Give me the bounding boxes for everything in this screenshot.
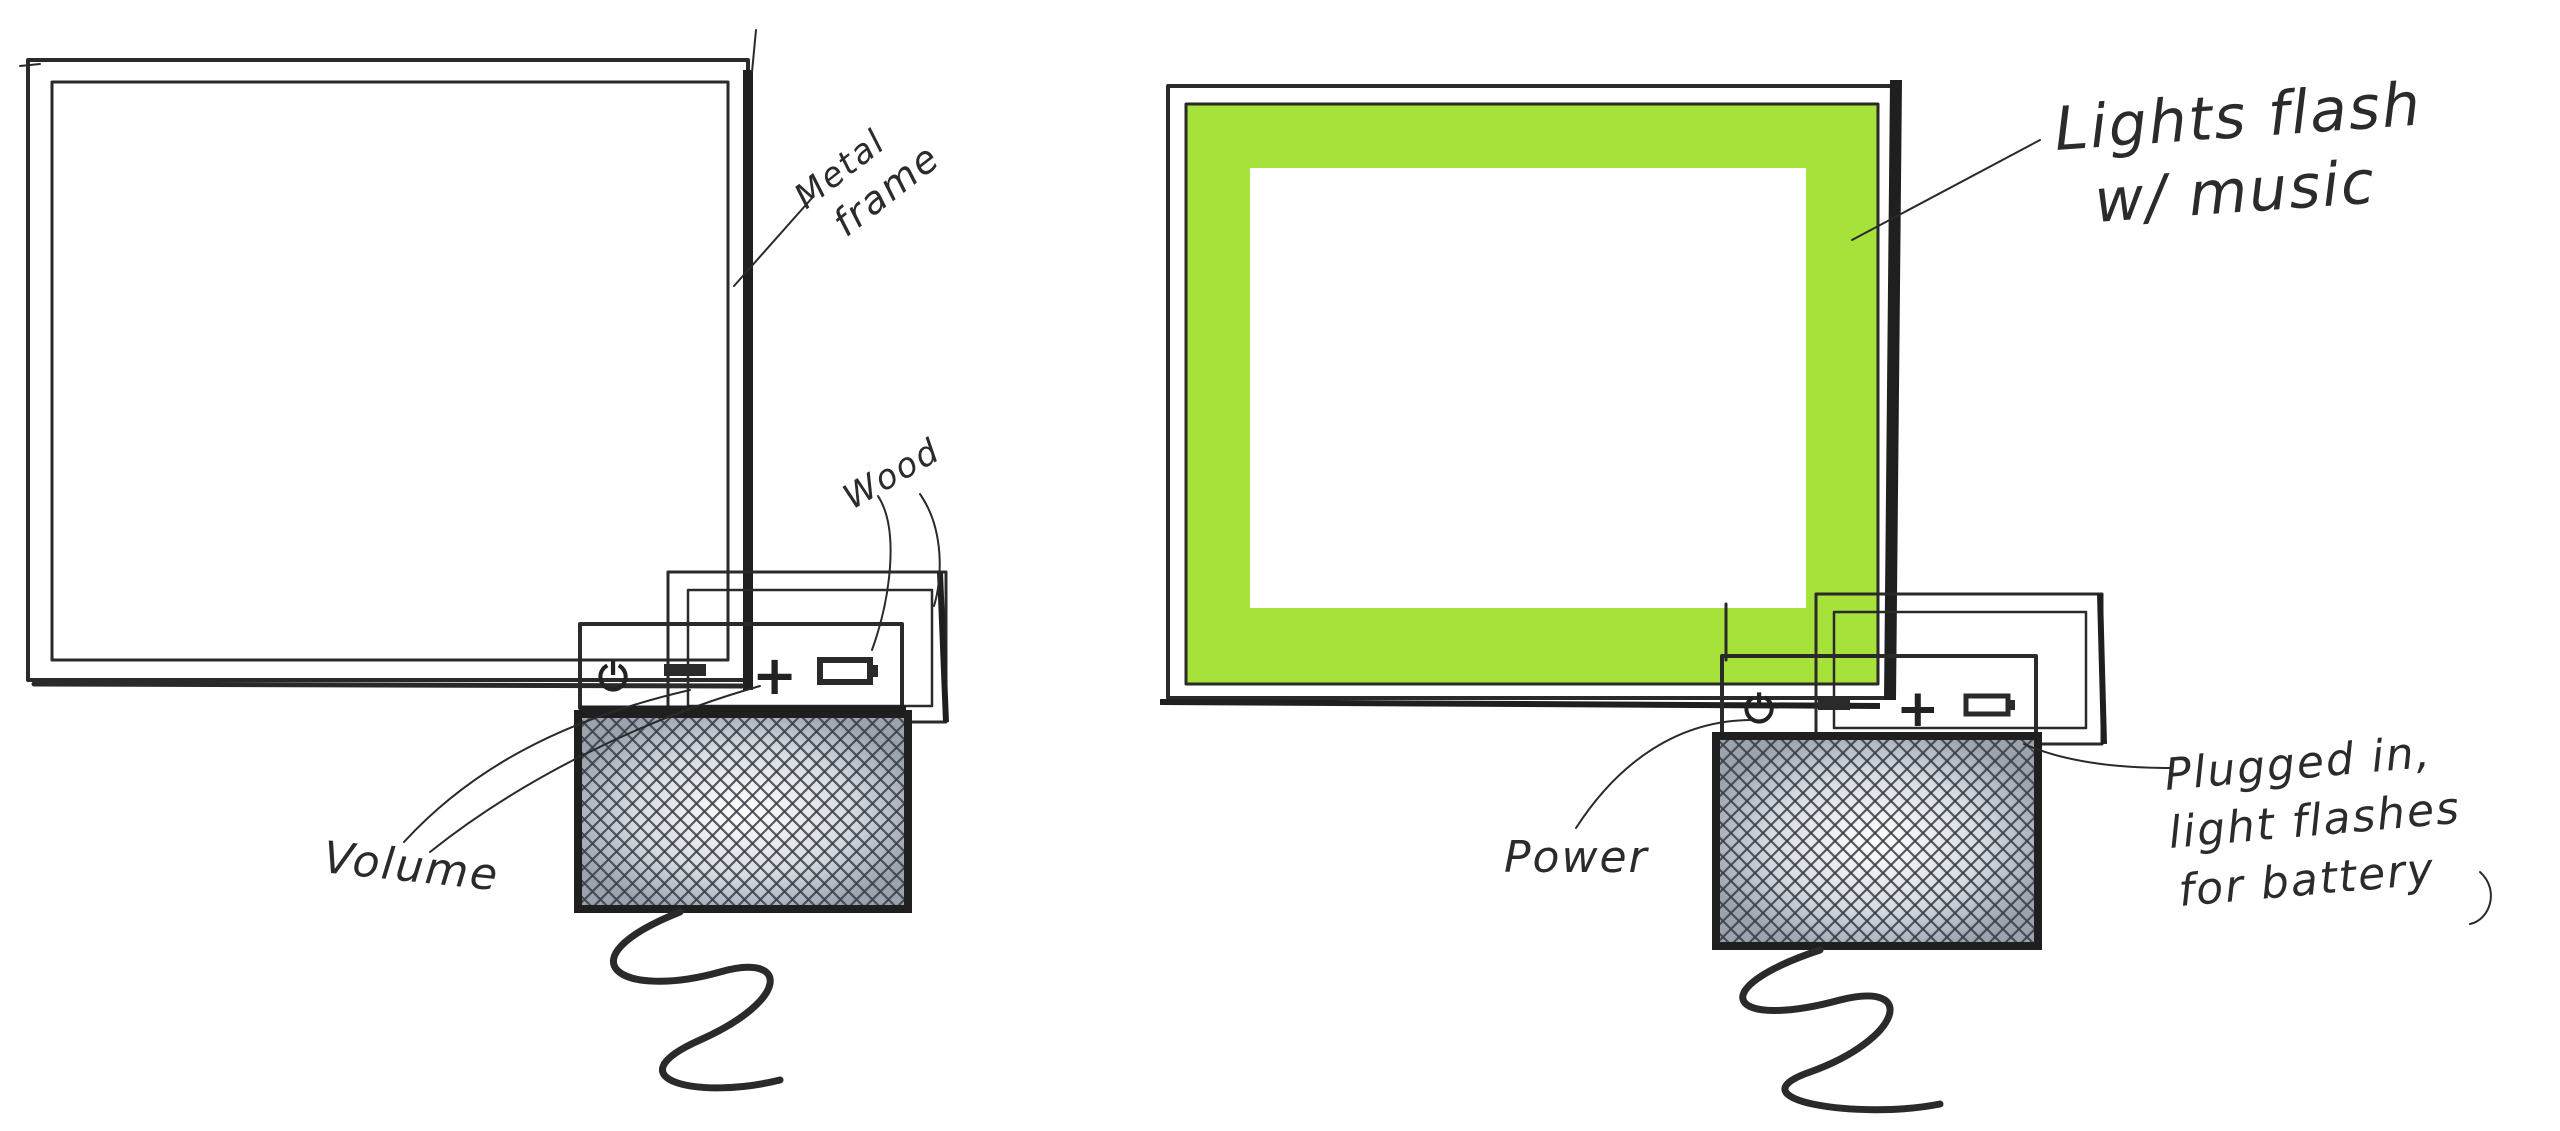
hatch-stroke <box>959 714 1154 909</box>
hatch-stroke <box>1007 714 1202 909</box>
power-icon[interactable]: ⏻ <box>1744 687 1774 731</box>
hatch-stroke <box>927 714 1122 909</box>
hatch-stroke <box>991 714 1186 909</box>
hatch-stroke <box>1055 714 1250 909</box>
left-sketch: ⏻ + Metal frame Wood Volume <box>20 30 1282 1088</box>
power-label: Power <box>1504 832 1650 883</box>
hatch-stroke <box>959 714 1154 909</box>
hatch-stroke <box>943 714 1138 909</box>
hatch-stroke <box>895 714 1090 909</box>
hatch-stroke <box>911 714 1106 909</box>
wood-label: Wood <box>837 431 948 518</box>
screen-panel <box>1250 168 1806 608</box>
right-power-cable <box>1743 950 1940 1110</box>
left-wood-back <box>668 572 946 722</box>
right-sketch: ⏻ + Lights flash w/ music Power Plugged … <box>1160 69 2491 1109</box>
hatch-stroke <box>1071 714 1266 909</box>
hatch-stroke <box>1023 714 1218 909</box>
hatch-stroke <box>991 714 1186 909</box>
hatch-stroke <box>927 714 1122 909</box>
left-power-cable <box>613 912 780 1088</box>
hatch-stroke <box>975 714 1170 909</box>
hatch-stroke <box>1055 714 1250 909</box>
hatch-stroke <box>1039 714 1234 909</box>
right-frame <box>1160 80 1896 706</box>
battery-icon <box>820 660 878 682</box>
power-icon[interactable]: ⏻ <box>598 655 628 699</box>
hatch-stroke <box>943 714 1138 909</box>
hatch-stroke <box>1071 714 1266 909</box>
hatch-stroke <box>1087 714 1282 909</box>
left-buttons: ⏻ + <box>598 644 878 707</box>
left-speaker <box>383 714 1282 909</box>
hatch-stroke <box>911 714 1106 909</box>
hatch-stroke <box>895 714 1090 909</box>
lights-label-line2: w/ music <box>2092 147 2378 236</box>
plugged-label-tail <box>2470 872 2491 924</box>
plus-icon[interactable]: + <box>1896 679 1940 739</box>
hatch-stroke <box>1007 714 1202 909</box>
hatch-stroke <box>1023 714 1218 909</box>
plugged-leader <box>2024 744 2170 768</box>
volume-label: Volume <box>321 832 502 901</box>
lights-leader <box>1852 140 2040 240</box>
right-buttons: ⏻ + <box>1744 679 2015 739</box>
minus-icon[interactable] <box>664 664 706 676</box>
battery-icon <box>1966 696 2015 714</box>
plus-icon[interactable]: + <box>752 644 797 707</box>
minus-icon[interactable] <box>1818 700 1850 710</box>
hatch-stroke <box>1039 714 1234 909</box>
left-metal-frame <box>20 30 756 690</box>
hatch-stroke <box>1087 714 1282 909</box>
hatch-stroke <box>975 714 1170 909</box>
